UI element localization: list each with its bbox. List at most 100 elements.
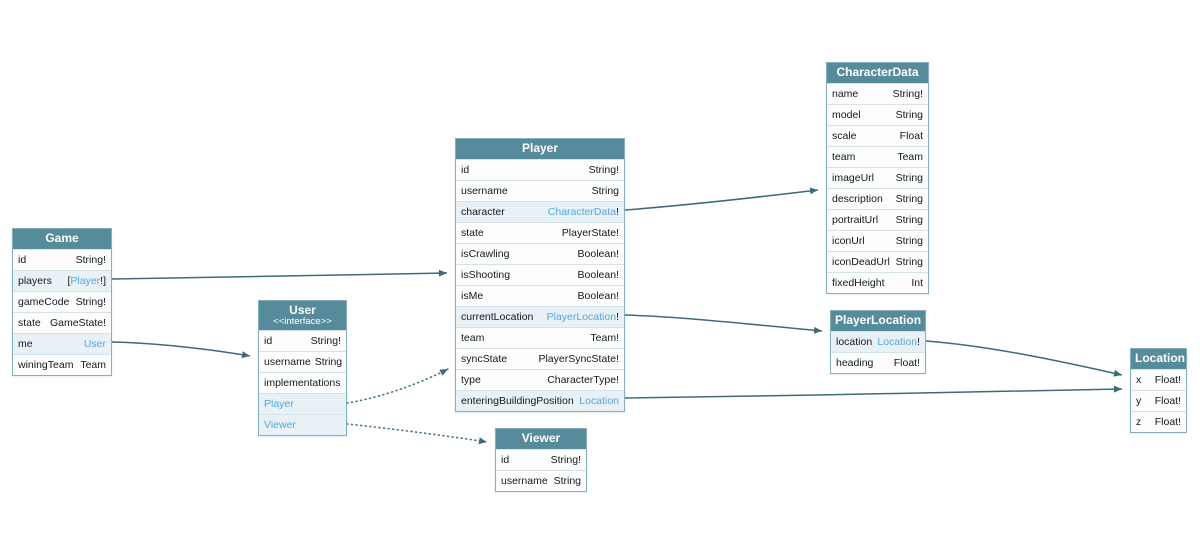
field-type: Float! bbox=[1155, 374, 1181, 386]
table-stereotype: <<interface>> bbox=[273, 316, 332, 327]
field-row-user-Player[interactable]: Player bbox=[259, 393, 346, 414]
field-type: String bbox=[896, 214, 923, 226]
field-name: id bbox=[18, 254, 27, 266]
field-name: portraitUrl bbox=[832, 214, 879, 226]
field-name: username bbox=[461, 185, 508, 197]
type-text: Int bbox=[911, 277, 923, 289]
field-type: String bbox=[896, 172, 923, 184]
field-row-game-players[interactable]: players[Player!] bbox=[13, 270, 111, 291]
type-text: !] bbox=[100, 275, 106, 287]
field-type: String! bbox=[893, 88, 923, 100]
field-row-location-y[interactable]: y Float! bbox=[1131, 390, 1186, 411]
table-title: PlayerLocation bbox=[835, 313, 922, 327]
field-type: PlayerState! bbox=[562, 227, 619, 239]
edge-Game.players-to-Player bbox=[111, 269, 448, 280]
type-text: Boolean! bbox=[577, 290, 619, 302]
table-header-game[interactable]: Game bbox=[13, 229, 111, 249]
field-type: String bbox=[896, 109, 923, 121]
type-text: String! bbox=[588, 164, 619, 176]
field-row-user-implementations[interactable]: implementations bbox=[259, 372, 346, 393]
type-text: Team bbox=[897, 151, 923, 163]
field-name: isCrawling bbox=[461, 248, 510, 260]
type-link[interactable]: CharacterData bbox=[547, 206, 617, 218]
field-row-user-Viewer[interactable]: Viewer bbox=[259, 414, 346, 435]
type-text: String bbox=[895, 256, 923, 268]
type-link[interactable]: Location bbox=[579, 395, 619, 407]
table-header-viewer[interactable]: Viewer bbox=[496, 429, 586, 449]
type-text: String bbox=[895, 109, 923, 121]
type-link[interactable]: User bbox=[83, 338, 106, 350]
field-type: Location! bbox=[877, 336, 920, 348]
field-row-user-id[interactable]: id String! bbox=[259, 330, 346, 351]
type-text: String! bbox=[310, 335, 341, 347]
field-row-player-id[interactable]: id String! bbox=[456, 159, 624, 180]
type-link[interactable]: PlayerLocation bbox=[546, 311, 617, 323]
field-name: state bbox=[18, 317, 41, 329]
table-header-location[interactable]: Location bbox=[1131, 349, 1186, 369]
type-text: String bbox=[895, 172, 923, 184]
field-name: y bbox=[1136, 395, 1142, 407]
field-type: PlayerSyncState! bbox=[538, 353, 619, 365]
table-header-characterData[interactable]: CharacterData bbox=[827, 63, 928, 83]
field-row-characterData-portraitUrl[interactable]: portraitUrl String bbox=[827, 209, 928, 230]
edge-Player.currentLocation-to-PlayerLocation bbox=[624, 314, 823, 334]
table-header-playerLocation[interactable]: PlayerLocation bbox=[831, 311, 925, 331]
field-type: Location bbox=[579, 395, 619, 407]
field-type: Team! bbox=[590, 332, 619, 344]
type-link[interactable]: Player bbox=[70, 275, 101, 287]
field-name: winingTeam bbox=[18, 359, 74, 371]
table-header-user[interactable]: User<<interface>> bbox=[259, 301, 346, 330]
field-name: isShooting bbox=[461, 269, 511, 281]
field-name: id bbox=[461, 164, 470, 176]
type-link[interactable]: Location bbox=[877, 336, 918, 348]
table-header-player[interactable]: Player bbox=[456, 139, 624, 159]
field-name: type bbox=[461, 374, 481, 386]
field-name: id bbox=[264, 335, 273, 347]
field-name: id bbox=[501, 454, 510, 466]
section-label: implementations bbox=[264, 377, 341, 389]
field-name: description bbox=[832, 193, 883, 205]
field-name: iconUrl bbox=[832, 235, 865, 247]
field-type: Float! bbox=[1155, 395, 1181, 407]
field-name: gameCode bbox=[18, 296, 70, 308]
